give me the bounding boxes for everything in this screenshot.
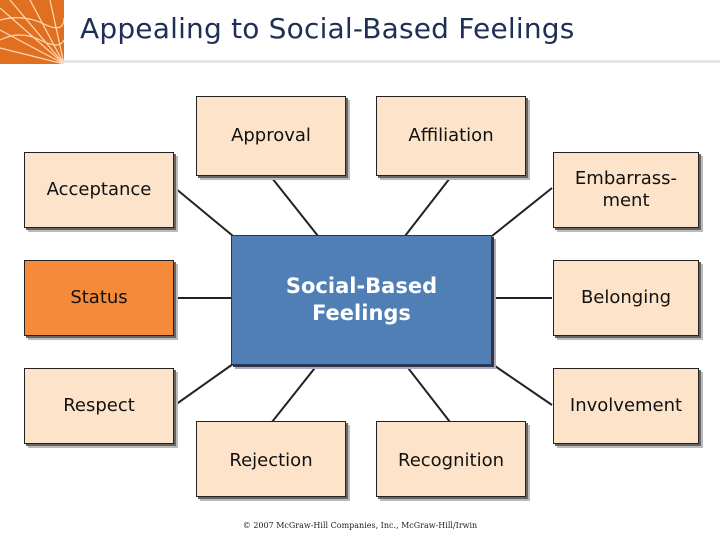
node-involvement: Involvement	[553, 368, 699, 444]
connector-embarrassment	[491, 187, 553, 237]
connector-acceptance	[174, 187, 234, 237]
node-affiliation: Affiliation	[376, 96, 526, 176]
node-status: Status	[24, 260, 174, 336]
connector-involvement	[491, 363, 553, 406]
node-recognition: Recognition	[376, 421, 526, 497]
title-bar	[64, 0, 720, 64]
node-approval: Approval	[196, 96, 346, 176]
node-respect: Respect	[24, 368, 174, 444]
slide-title: Appealing to Social-Based Feelings	[80, 12, 575, 45]
connector-approval	[271, 177, 319, 237]
node-embarrassment: Embarrass- ment	[553, 152, 699, 228]
connector-affiliation	[404, 177, 451, 237]
node-rejection: Rejection	[196, 421, 346, 497]
connector-rejection	[271, 363, 319, 423]
center-node-social-based-feelings: Social-Based Feelings	[231, 235, 492, 365]
connector-respect	[174, 363, 234, 406]
copyright-footer: © 2007 McGraw-Hill Companies, Inc., McGr…	[242, 521, 478, 530]
node-belonging: Belonging	[553, 260, 699, 336]
publisher-logo-icon	[0, 0, 64, 64]
node-acceptance: Acceptance	[24, 152, 174, 228]
title-divider	[64, 60, 720, 63]
connector-recognition	[404, 363, 451, 423]
